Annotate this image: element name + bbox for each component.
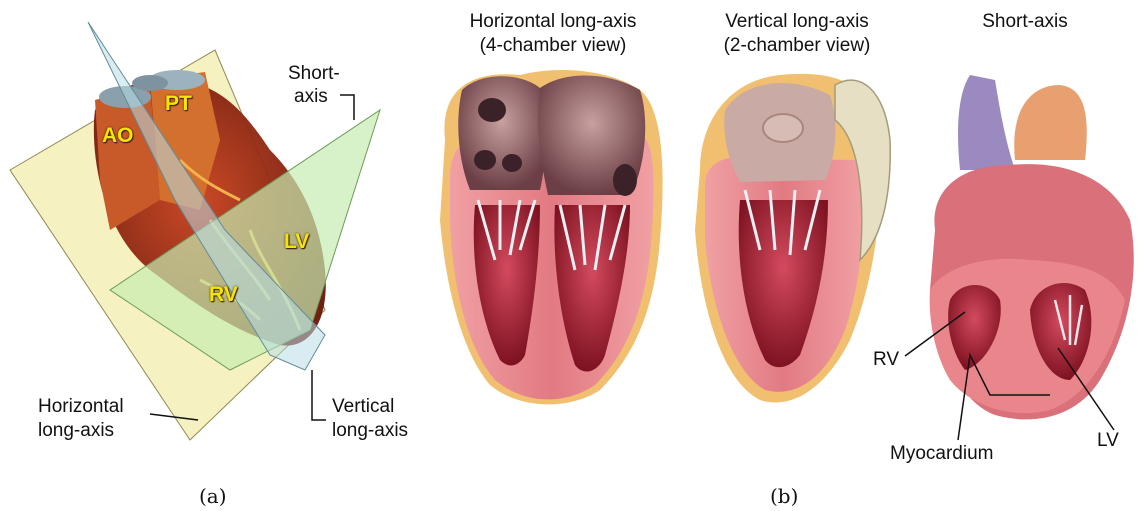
short-axis-vessels: [958, 75, 1015, 170]
caption-a: (a): [199, 484, 227, 508]
label-ao: AO: [102, 124, 134, 148]
label-short-axis-line2: axis: [294, 86, 328, 108]
title-view1-line2: (4-chamber view): [428, 34, 678, 57]
label-pt: PT: [165, 92, 192, 116]
title-view2-line2: (2-chamber view): [688, 34, 906, 57]
vessel-cap-3: [132, 75, 168, 91]
short-axis-aortic-arch: [1014, 85, 1087, 160]
caption-b: (b): [770, 484, 798, 508]
right-atrium: [458, 76, 545, 190]
label-rv-3d: RV: [209, 283, 238, 307]
label-myocardium: Myocardium: [890, 443, 993, 465]
atrial-opening-4: [613, 164, 637, 196]
atrial-opening-2: [474, 150, 496, 170]
short-axis-illustration: [905, 75, 1134, 440]
label-lv: LV: [1097, 430, 1119, 452]
label-rv: RV: [873, 349, 899, 371]
two-chamber-illustration: [695, 74, 890, 403]
vertical-leader: [312, 370, 326, 420]
atrial-opening-3: [502, 154, 522, 172]
label-vertical-line1: Vertical: [332, 396, 394, 418]
label-short-axis-line1: Short-: [288, 63, 340, 85]
two-chamber-valve-ring: [763, 114, 803, 142]
short-axis-leader: [340, 95, 354, 120]
label-horizontal-line1: Horizontal: [38, 396, 124, 418]
atrial-opening-1: [478, 98, 506, 122]
label-vertical-line2: long-axis: [332, 420, 408, 442]
label-horizontal-line2: long-axis: [38, 420, 114, 442]
title-view2-line1: Vertical long-axis: [688, 10, 906, 33]
title-view1-line1: Horizontal long-axis: [428, 10, 678, 33]
title-view3: Short-axis: [960, 10, 1090, 33]
label-lv-3d: LV: [284, 230, 309, 254]
four-chamber-illustration: [440, 70, 663, 404]
